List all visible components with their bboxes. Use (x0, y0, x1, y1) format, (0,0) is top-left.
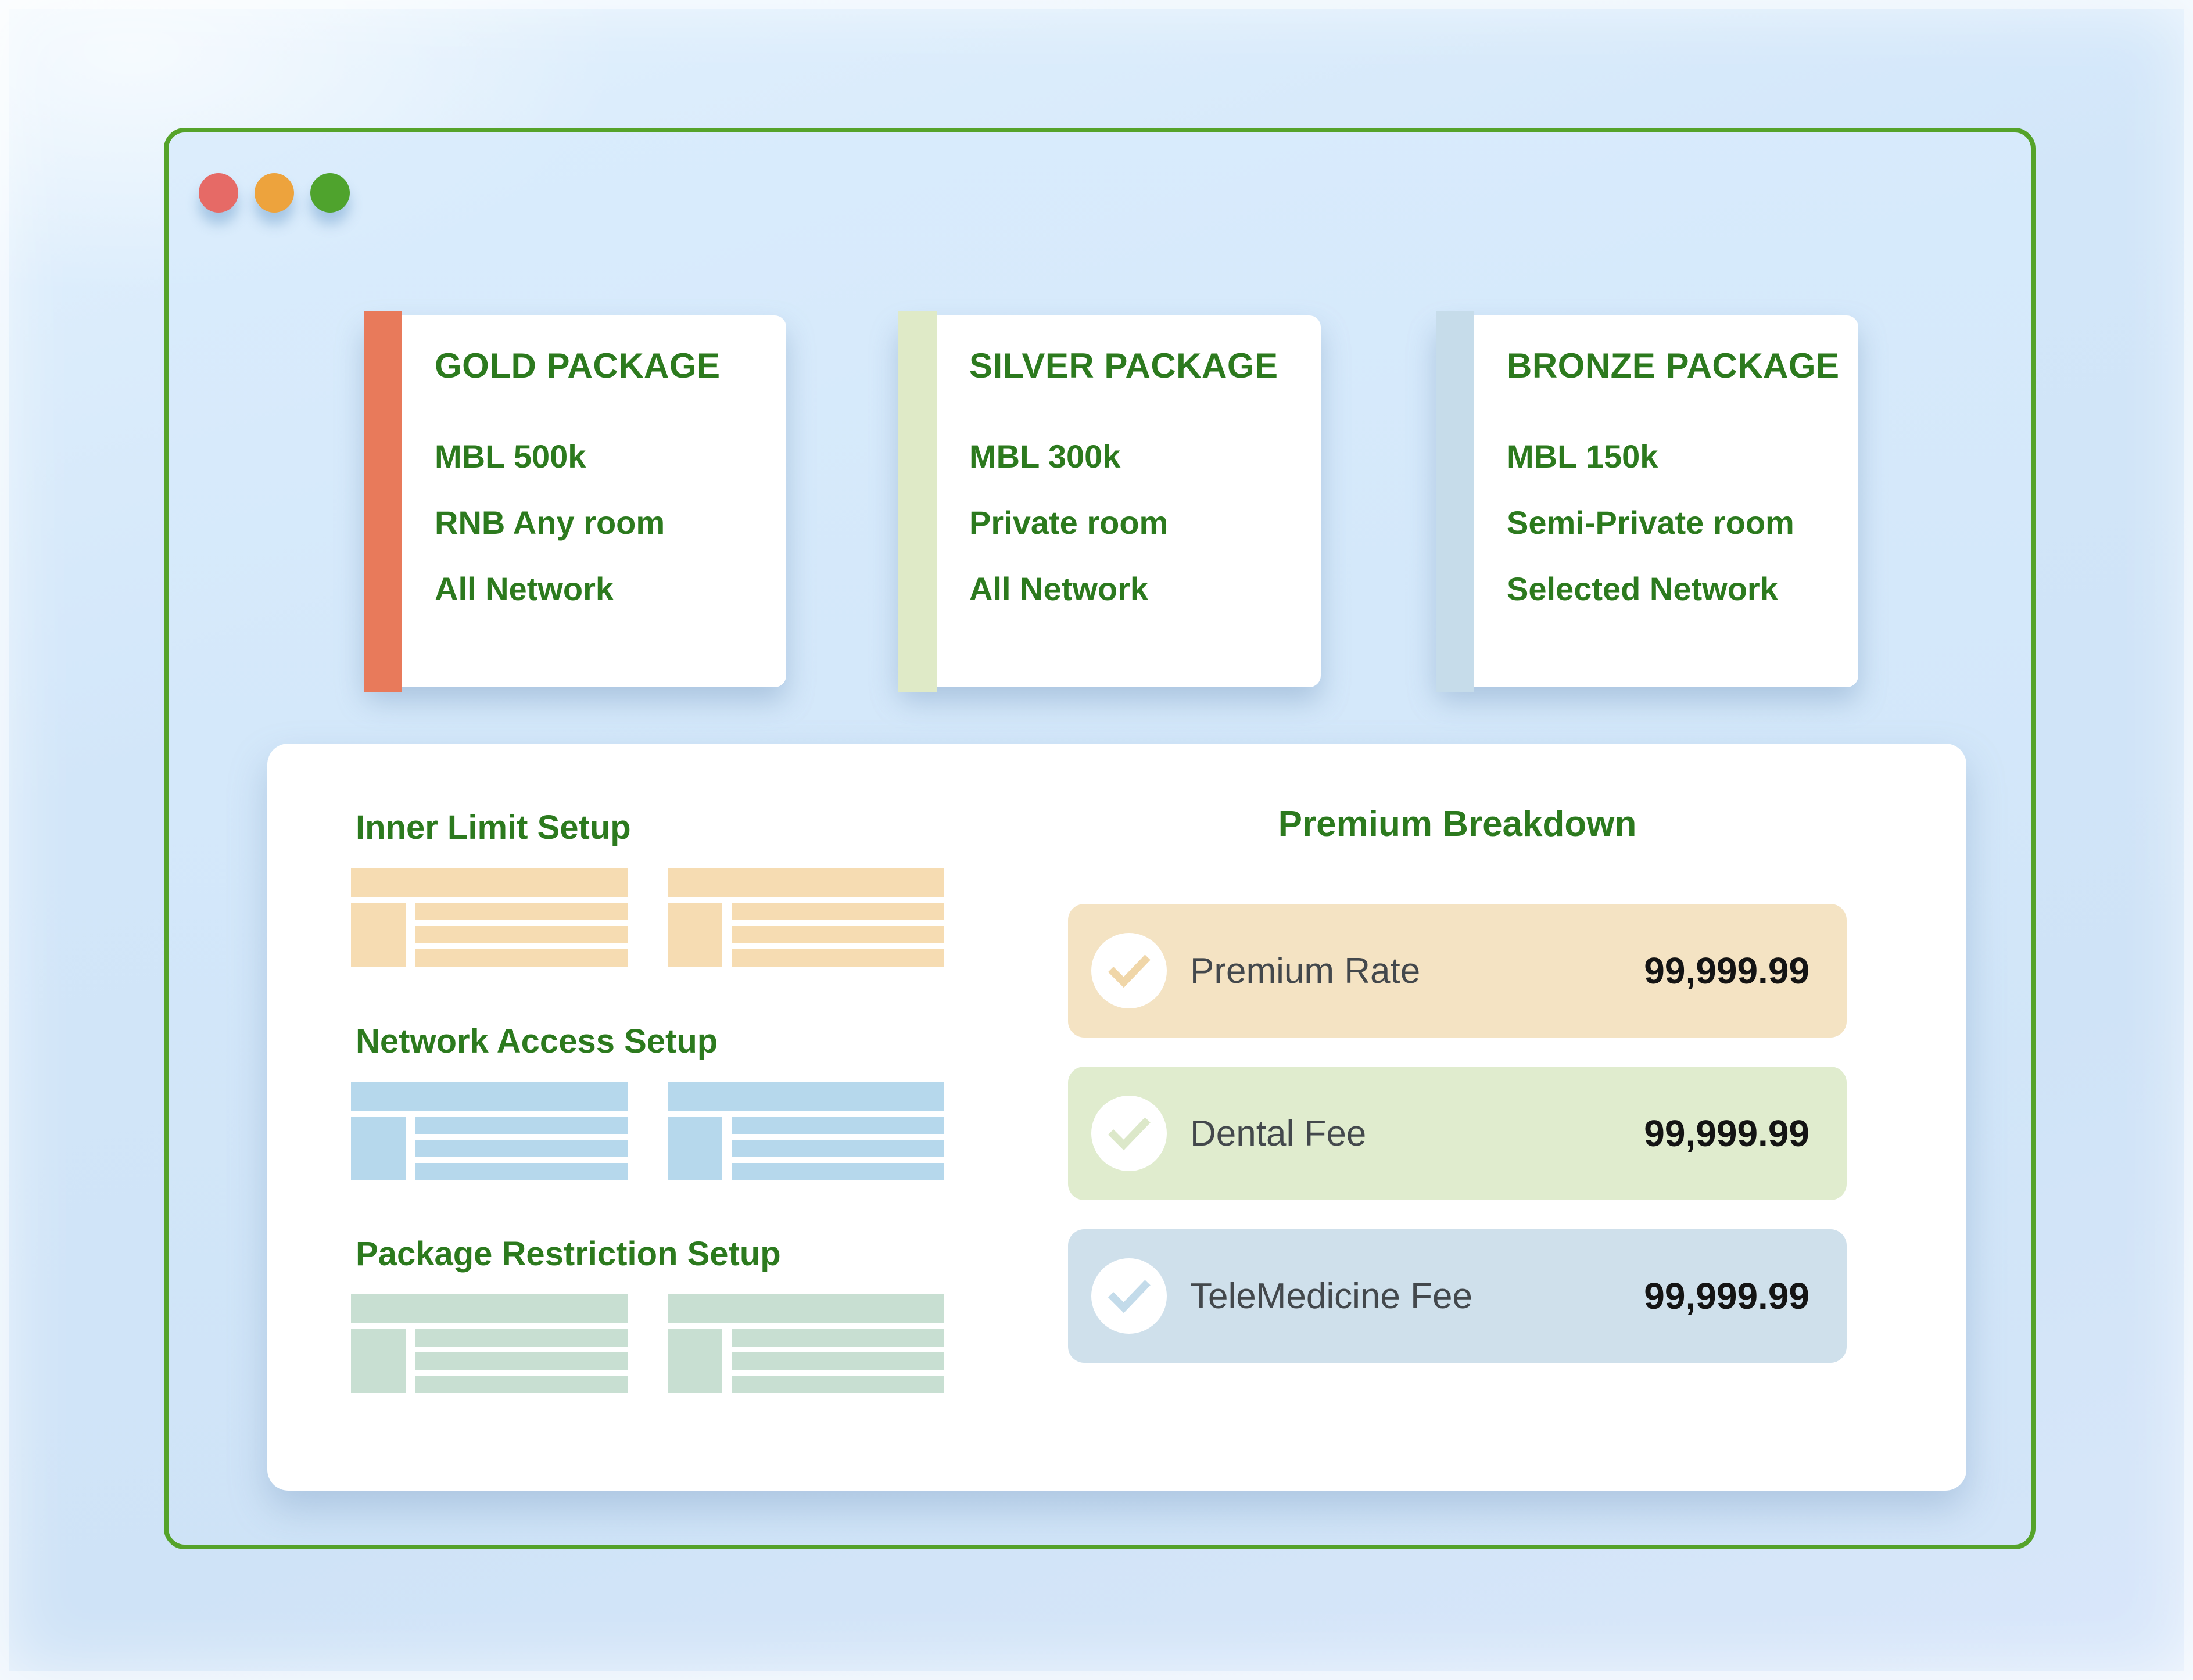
package-detail-line: All Network (969, 570, 1149, 607)
package-restriction-setup-section: Package Restriction Setup (351, 1235, 949, 1393)
skeleton-line (732, 1163, 944, 1180)
skeleton-line (415, 1163, 628, 1180)
premium-breakdown-title: Premium Breakdown (1278, 804, 1637, 844)
fee-value: 99,999.99 (1644, 1275, 1809, 1317)
skeleton-form-placeholder (351, 1082, 628, 1180)
skeleton-block (351, 1117, 406, 1180)
package-detail-line: MBL 500k (435, 438, 586, 475)
package-card-bronze[interactable]: BRONZE PACKAGE MBL 150k Semi-Private roo… (1436, 311, 1858, 692)
skeleton-line (415, 1376, 628, 1393)
package-details: MBL 300k Private room All Network (969, 439, 1168, 637)
package-title: SILVER PACKAGE (969, 346, 1278, 385)
package-card-silver[interactable]: SILVER PACKAGE MBL 300k Private room All… (898, 311, 1321, 692)
skeleton-line (732, 949, 944, 967)
fee-value: 99,999.99 (1644, 1112, 1809, 1154)
skeleton-line (732, 926, 944, 943)
premium-rate-row: Premium Rate 99,999.99 (1068, 904, 1847, 1038)
section-title: Package Restriction Setup (356, 1235, 781, 1273)
skeleton-bar (351, 1082, 628, 1111)
skeleton-line (732, 1117, 944, 1134)
skeleton-block (351, 903, 406, 967)
skeleton-form-placeholder (351, 868, 628, 967)
package-details: MBL 500k RNB Any room All Network (435, 439, 665, 637)
fee-label: Premium Rate (1190, 950, 1421, 991)
skeleton-form-placeholder (668, 1294, 944, 1393)
package-detail-line: MBL 150k (1507, 438, 1658, 475)
skeleton-line (415, 1352, 628, 1370)
inner-limit-setup-section: Inner Limit Setup (351, 809, 949, 967)
fee-label: TeleMedicine Fee (1190, 1276, 1472, 1316)
zoom-button[interactable] (310, 173, 350, 213)
skeleton-line (415, 949, 628, 967)
skeleton-block (351, 1329, 406, 1393)
package-details: MBL 150k Semi-Private room Selected Netw… (1507, 439, 1794, 637)
skeleton-line (732, 1376, 944, 1393)
skeleton-bar (668, 1294, 944, 1323)
bronze-accent-bar (1436, 311, 1474, 692)
check-icon[interactable] (1091, 1258, 1167, 1334)
section-title: Inner Limit Setup (356, 809, 631, 846)
skeleton-block (668, 1117, 722, 1180)
section-title: Network Access Setup (356, 1022, 718, 1060)
package-card-gold[interactable]: GOLD PACKAGE MBL 500k RNB Any room All N… (364, 311, 786, 692)
skeleton-line (732, 1352, 944, 1370)
skeleton-grid (351, 868, 949, 967)
skeleton-form-placeholder (668, 1082, 944, 1180)
silver-accent-bar (898, 311, 937, 692)
check-icon[interactable] (1091, 1096, 1167, 1171)
package-detail-line: Selected Network (1507, 570, 1778, 607)
skeleton-line (415, 926, 628, 943)
package-detail-line: RNB Any room (435, 504, 665, 541)
skeleton-line (732, 1329, 944, 1347)
skeleton-bar (351, 868, 628, 897)
fee-label: Dental Fee (1190, 1113, 1367, 1154)
details-panel: Inner Limit Setup (267, 744, 1966, 1491)
package-detail-line: Private room (969, 504, 1169, 541)
telemedicine-fee-row: TeleMedicine Fee 99,999.99 (1068, 1229, 1847, 1363)
skeleton-bar (351, 1294, 628, 1323)
package-detail-line: MBL 300k (969, 438, 1121, 475)
skeleton-line (415, 903, 628, 920)
skeleton-form-placeholder (668, 868, 944, 967)
package-detail-line: All Network (435, 570, 614, 607)
skeleton-bar (668, 1082, 944, 1111)
window-controls (199, 173, 350, 213)
package-cards-row: GOLD PACKAGE MBL 500k RNB Any room All N… (169, 311, 2031, 697)
check-icon[interactable] (1091, 933, 1167, 1008)
skeleton-form-placeholder (351, 1294, 628, 1393)
dental-fee-row: Dental Fee 99,999.99 (1068, 1067, 1847, 1200)
skeleton-block (668, 1329, 722, 1393)
skeleton-line (415, 1117, 628, 1134)
network-access-setup-section: Network Access Setup (351, 1022, 949, 1180)
skeleton-grid (351, 1294, 949, 1393)
package-title: BRONZE PACKAGE (1507, 346, 1840, 385)
gold-accent-bar (364, 311, 402, 692)
skeleton-line (415, 1140, 628, 1157)
minimize-button[interactable] (255, 173, 294, 213)
close-button[interactable] (199, 173, 238, 213)
skeleton-line (415, 1329, 628, 1347)
skeleton-line (732, 1140, 944, 1157)
skeleton-grid (351, 1082, 949, 1180)
package-title: GOLD PACKAGE (435, 346, 721, 385)
skeleton-bar (668, 868, 944, 897)
skeleton-block (668, 903, 722, 967)
browser-window: GOLD PACKAGE MBL 500k RNB Any room All N… (164, 128, 2036, 1549)
skeleton-line (732, 903, 944, 920)
package-detail-line: Semi-Private room (1507, 504, 1794, 541)
fee-value: 99,999.99 (1644, 950, 1809, 992)
